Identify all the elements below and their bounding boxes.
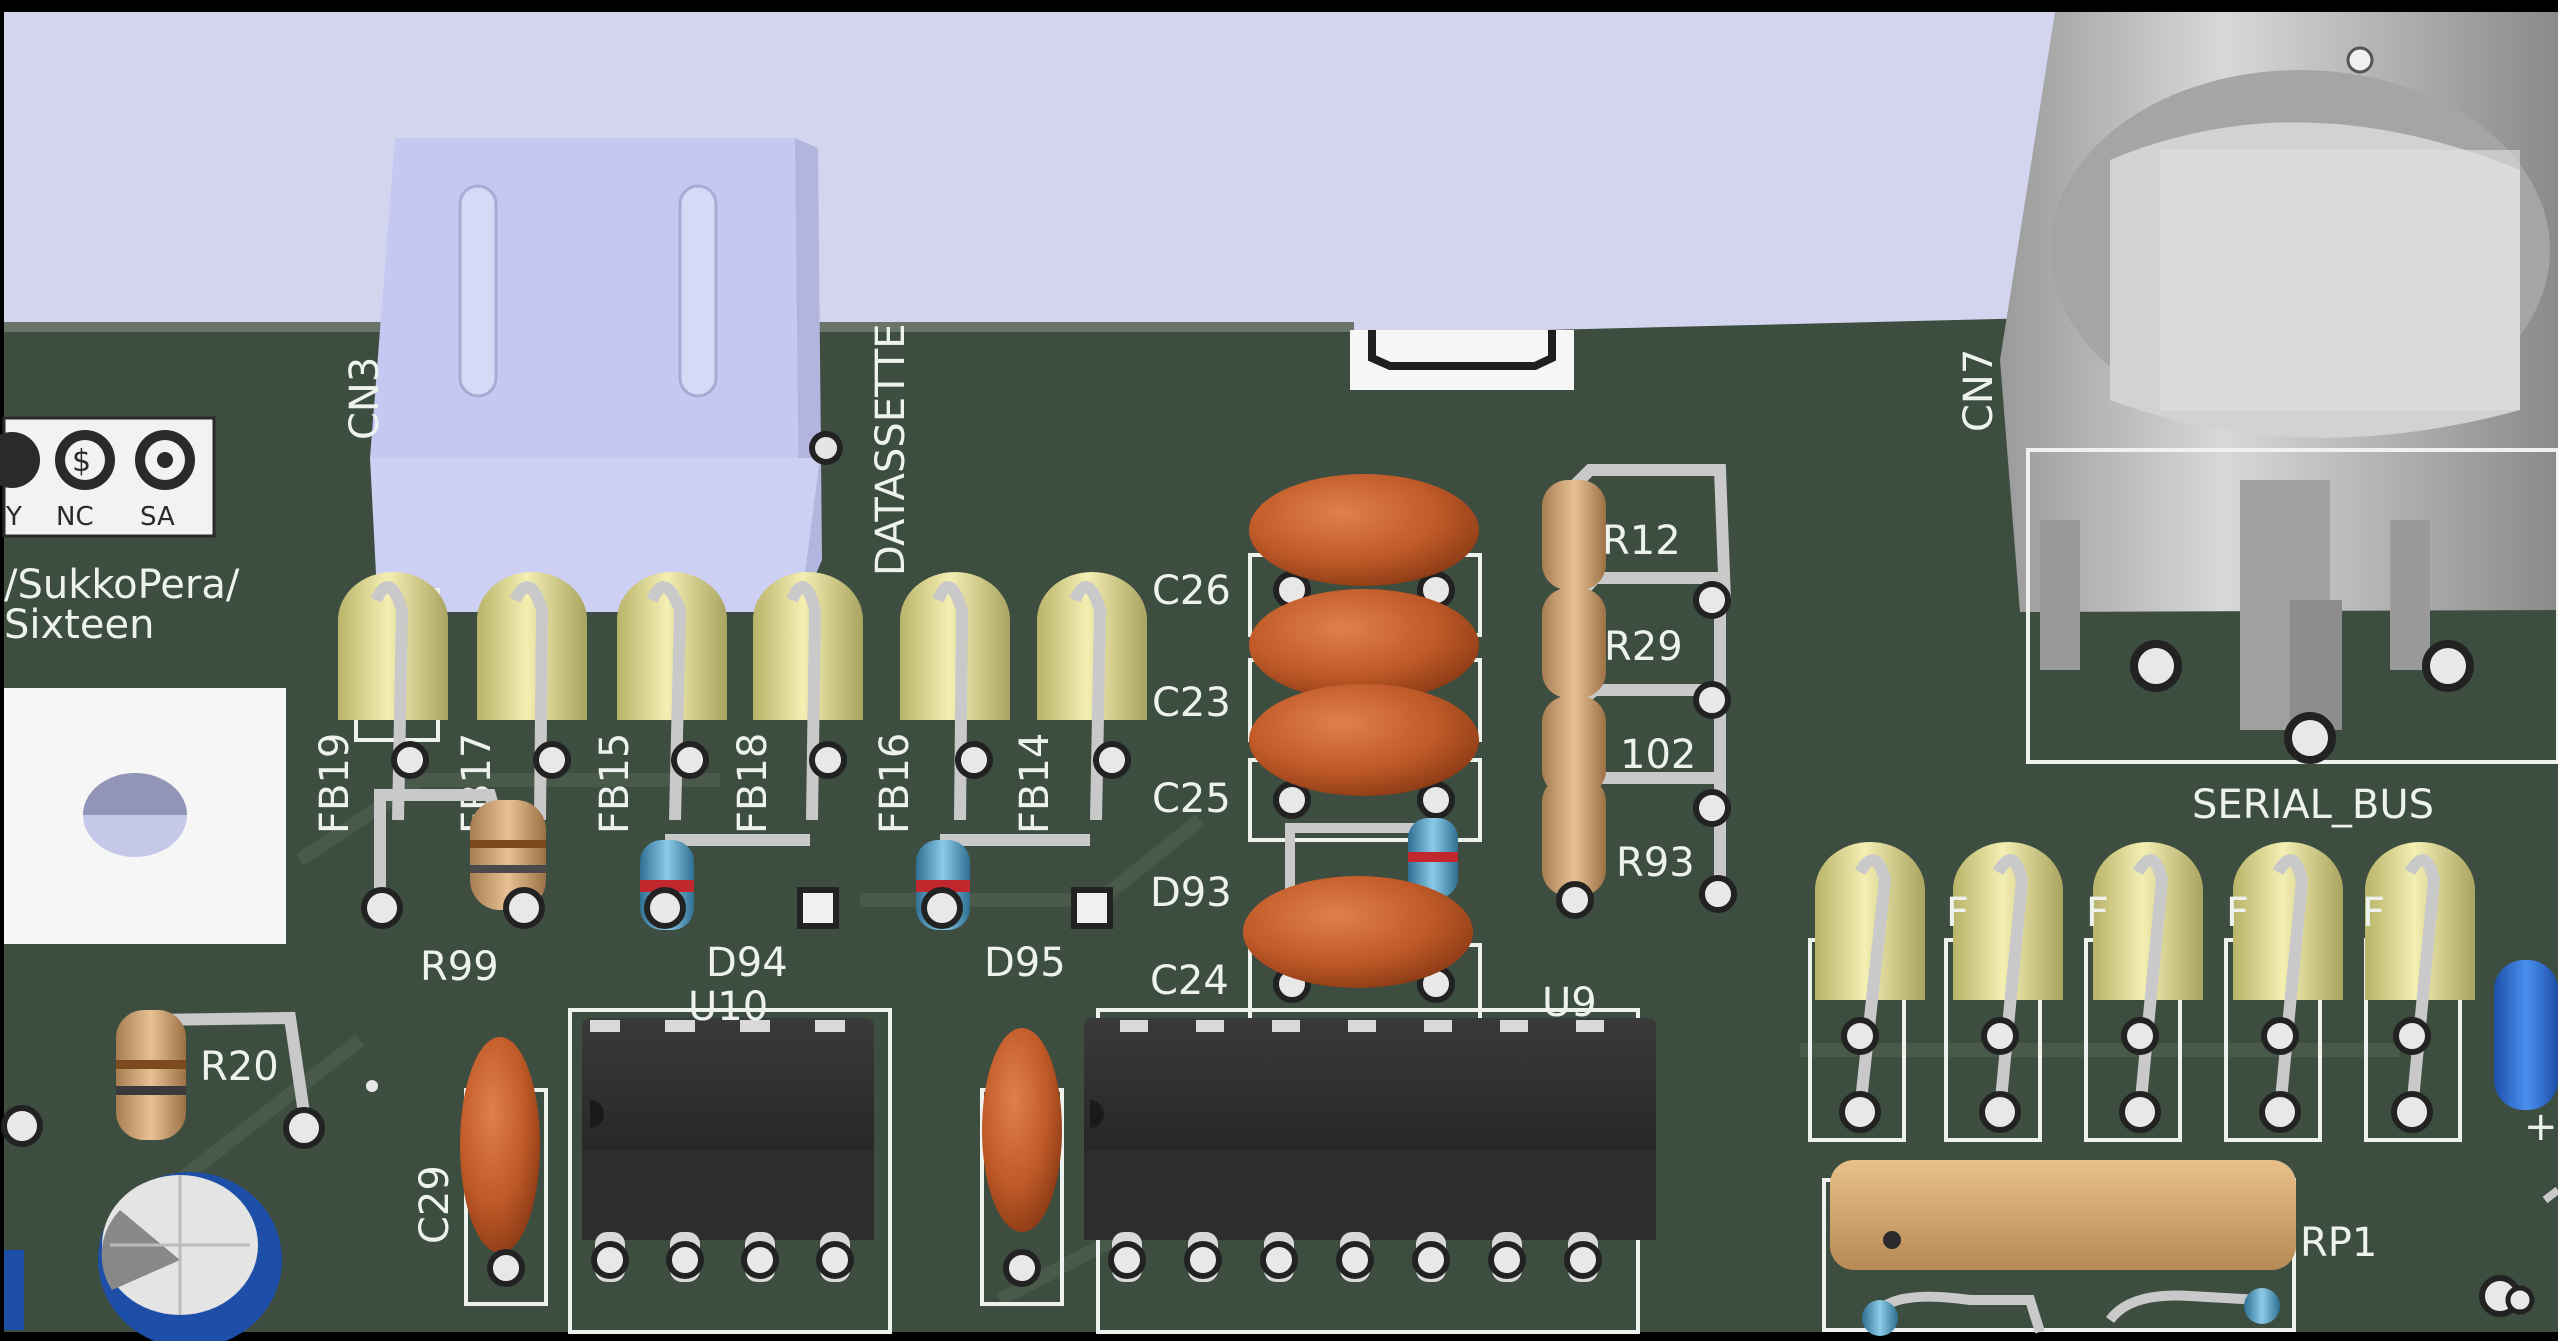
license-label-sa: SA bbox=[140, 502, 175, 532]
datassette-label: DATASSETTE bbox=[868, 323, 914, 576]
fb15 bbox=[617, 572, 727, 821]
r29-resistor bbox=[1542, 588, 1606, 698]
rp1-resistor-network bbox=[1822, 1160, 2296, 1336]
c29-cap bbox=[460, 1037, 548, 1306]
u9-ic bbox=[1084, 1008, 1656, 1334]
r93-resistor bbox=[1542, 776, 1606, 896]
c26-cap bbox=[1249, 474, 1479, 586]
r20-resistor bbox=[1, 1010, 325, 1149]
r20-label: R20 bbox=[200, 1044, 279, 1090]
r102-label: 102 bbox=[1620, 732, 1696, 778]
fb19 bbox=[338, 572, 448, 821]
cc-license-logo: $ bbox=[0, 416, 216, 538]
u10-label: U10 bbox=[688, 984, 768, 1030]
repo-path-line1: /SukkoPera/ bbox=[4, 562, 240, 608]
d94-diode bbox=[640, 834, 839, 930]
cn7-din-connector bbox=[2000, 12, 2558, 730]
ceramic-caps-column bbox=[1243, 474, 1482, 1027]
c29-label: C29 bbox=[412, 1165, 458, 1244]
cn3-connector bbox=[370, 138, 822, 612]
c25-cap bbox=[1249, 684, 1479, 796]
ferrite-beads-right bbox=[1808, 842, 2475, 1142]
fb-partial-3: F bbox=[2226, 890, 2249, 936]
c23-cap bbox=[1249, 589, 1479, 701]
small-ceramic-cap-mid bbox=[980, 1028, 1064, 1306]
fb17 bbox=[477, 572, 587, 821]
cn3-label: CN3 bbox=[342, 357, 388, 440]
fb19-label: FB19 bbox=[312, 733, 358, 834]
ferrite-beads bbox=[338, 572, 1147, 821]
c23-label: C23 bbox=[1152, 680, 1231, 726]
mounting-hole bbox=[4, 688, 286, 944]
r29-label: R29 bbox=[1604, 624, 1683, 670]
board-notch bbox=[1350, 330, 1574, 390]
u10-ic bbox=[568, 1008, 892, 1334]
d94-label: D94 bbox=[706, 940, 788, 986]
fb-partial-4: F bbox=[2362, 890, 2385, 936]
serial-bus-label: SERIAL_BUS bbox=[2192, 782, 2434, 828]
fb14-label: FB14 bbox=[1012, 733, 1058, 834]
fb-partial-1: F bbox=[1946, 890, 1969, 936]
fb16 bbox=[900, 572, 1010, 821]
r12-label: R12 bbox=[1602, 518, 1681, 564]
fb18-label: FB18 bbox=[730, 733, 776, 834]
fb-partial-2: F bbox=[2086, 890, 2109, 936]
cn7-label: CN7 bbox=[1956, 349, 2002, 432]
fb18 bbox=[753, 572, 863, 821]
cc-license-labels: Y NC SA bbox=[5, 502, 175, 532]
r99-resistor bbox=[361, 789, 546, 929]
r93-label: R93 bbox=[1616, 840, 1695, 886]
electrolytic-cap-right bbox=[2479, 960, 2558, 1317]
license-label-by: Y bbox=[5, 502, 22, 532]
plus-sign: + bbox=[2524, 1104, 2558, 1150]
r12-resistor bbox=[1542, 480, 1606, 590]
c26-label: C26 bbox=[1152, 568, 1231, 614]
c24-label: C24 bbox=[1150, 958, 1229, 1004]
electrolytic-cap-left bbox=[4, 1172, 282, 1341]
c25-label: C25 bbox=[1152, 776, 1231, 822]
r99-label: R99 bbox=[420, 944, 499, 990]
rp1-label: RP1 bbox=[2300, 1220, 2377, 1266]
fb16-label: FB16 bbox=[872, 733, 918, 834]
d95-diode bbox=[916, 834, 1113, 930]
resistor-column bbox=[1542, 464, 1737, 919]
svg-text:$: $ bbox=[72, 444, 91, 479]
d95-label: D95 bbox=[984, 940, 1066, 986]
repo-path-line2: Sixteen bbox=[4, 602, 154, 648]
d93-label: D93 bbox=[1150, 870, 1232, 916]
c24-cap bbox=[1243, 876, 1473, 988]
fb15-label: FB15 bbox=[592, 733, 638, 834]
u9-label: U9 bbox=[1542, 980, 1597, 1026]
r102-resistor bbox=[1542, 696, 1606, 796]
fb14 bbox=[1037, 572, 1147, 821]
license-label-nc: NC bbox=[56, 502, 94, 532]
